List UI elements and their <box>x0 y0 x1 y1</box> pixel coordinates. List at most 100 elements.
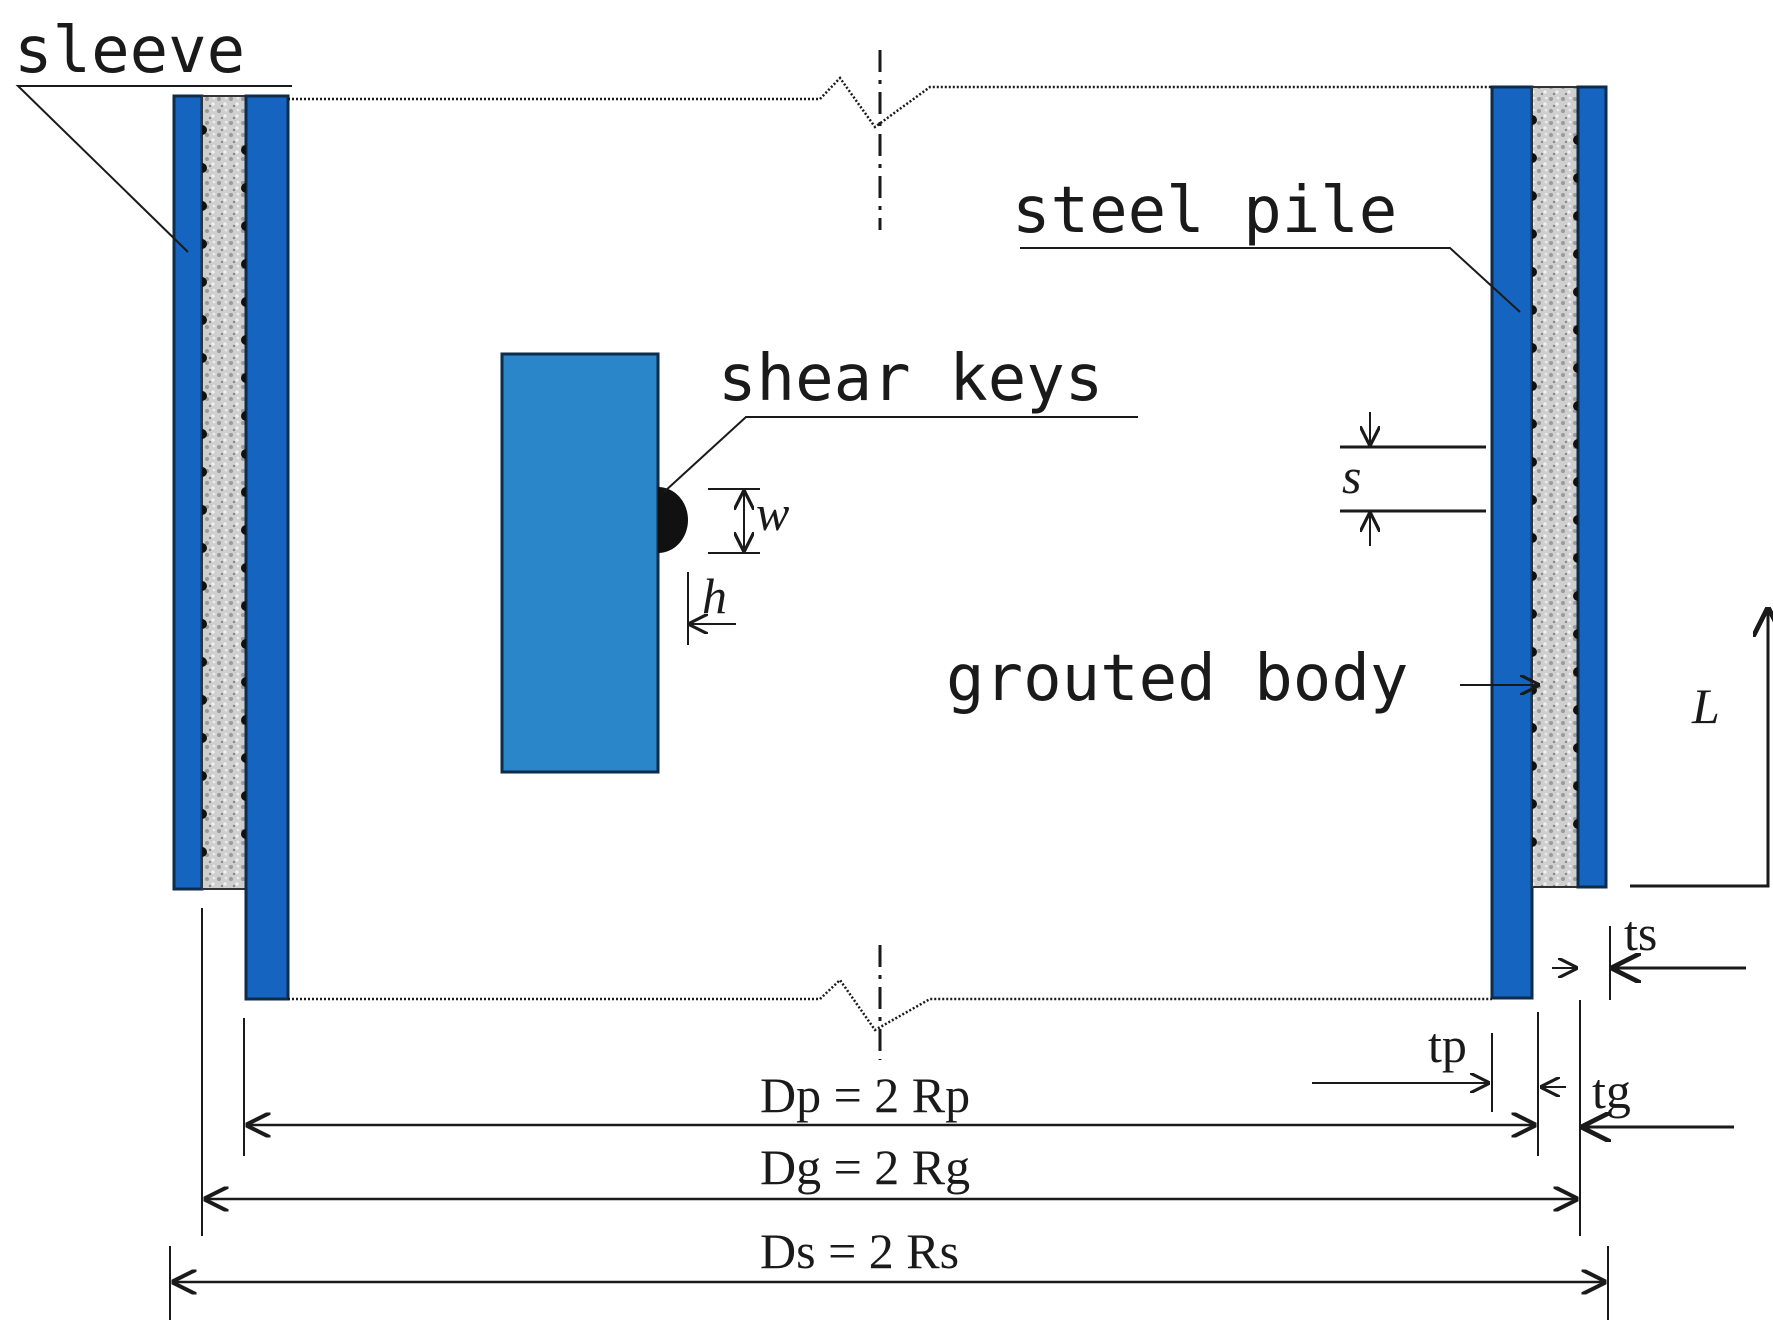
weld-bead <box>241 525 246 535</box>
right-sleeve-wall <box>1576 85 1608 889</box>
weld-bead <box>1532 571 1537 581</box>
s-dimension <box>1340 412 1486 546</box>
weld-bead <box>1573 591 1578 601</box>
weld-bead <box>1532 495 1537 505</box>
weld-bead <box>202 353 207 363</box>
grouted-body-label: grouted body <box>946 642 1408 716</box>
shear-keys-leader <box>663 416 1138 493</box>
weld-bead <box>202 695 207 705</box>
weld-bead <box>202 505 207 515</box>
tg-label: tg <box>1592 1063 1631 1119</box>
weld-bead <box>1532 229 1537 239</box>
right-shear-keys <box>1532 115 1578 847</box>
Ds-label: Ds = 2 Rs <box>760 1223 959 1279</box>
sleeve-leader <box>15 85 292 253</box>
left-grout-layer <box>201 95 247 890</box>
weld-bead <box>1573 287 1578 297</box>
weld-bead <box>241 221 246 231</box>
weld-bead <box>241 145 246 155</box>
weld-bead <box>1573 477 1578 487</box>
weld-bead <box>202 809 207 819</box>
weld-bead <box>241 639 246 649</box>
detail-block <box>500 352 660 774</box>
weld-bead <box>1532 761 1537 771</box>
weld-bead <box>202 847 207 857</box>
h-label: h <box>702 568 727 624</box>
weld-bead <box>1573 553 1578 563</box>
left-sleeve-wall <box>172 94 204 891</box>
weld-bead <box>202 201 207 211</box>
weld-bead <box>1573 363 1578 373</box>
weld-bead <box>1573 249 1578 259</box>
weld-bead <box>241 373 246 383</box>
steel-pile-label: steel pile <box>1012 174 1397 248</box>
weld-bead <box>202 771 207 781</box>
tp-label: tp <box>1428 1017 1467 1073</box>
detail-shear-key <box>658 487 688 553</box>
weld-bead <box>1532 191 1537 201</box>
shear-key-detail <box>500 352 760 774</box>
left-assembly <box>172 94 290 1001</box>
weld-bead <box>241 411 246 421</box>
weld-bead <box>1532 419 1537 429</box>
weld-bead <box>1573 325 1578 335</box>
weld-bead <box>241 829 246 839</box>
weld-bead <box>1532 799 1537 809</box>
weld-bead <box>1532 533 1537 543</box>
weld-bead <box>241 563 246 573</box>
weld-bead <box>1532 153 1537 163</box>
weld-bead <box>1532 305 1537 315</box>
sleeve-label: sleeve <box>14 14 245 88</box>
weld-bead <box>1532 837 1537 847</box>
weld-bead <box>202 429 207 439</box>
weld-bead <box>241 259 246 269</box>
weld-bead <box>1532 343 1537 353</box>
right-assembly <box>1490 85 1608 1000</box>
weld-bead <box>241 297 246 307</box>
weld-bead <box>241 715 246 725</box>
weld-bead <box>1573 211 1578 221</box>
weld-bead <box>202 277 207 287</box>
weld-bead <box>1532 457 1537 467</box>
top-edge-break-line <box>288 76 1492 129</box>
weld-bead <box>241 183 246 193</box>
weld-bead <box>1532 647 1537 657</box>
weld-bead <box>1573 629 1578 639</box>
weld-bead <box>1573 743 1578 753</box>
left-shear-keys <box>202 125 246 857</box>
right-grout-layer <box>1531 86 1579 888</box>
weld-bead <box>1532 381 1537 391</box>
weld-bead <box>202 619 207 629</box>
weld-bead <box>202 315 207 325</box>
steel-pile-leader <box>1020 247 1521 313</box>
weld-bead <box>1573 401 1578 411</box>
ts-label: ts <box>1624 905 1657 961</box>
L-axis-line <box>1630 612 1770 888</box>
weld-bead <box>241 487 246 497</box>
weld-bead <box>1573 515 1578 525</box>
weld-bead <box>202 733 207 743</box>
L-label: L <box>1691 678 1720 734</box>
weld-bead <box>1532 267 1537 277</box>
weld-bead <box>1573 135 1578 145</box>
weld-bead <box>202 239 207 249</box>
weld-bead <box>241 791 246 801</box>
weld-bead <box>202 543 207 553</box>
bottom-edge-break-line <box>288 978 1492 1032</box>
w-label: w <box>756 485 789 541</box>
right-pile-wall <box>1490 85 1534 1000</box>
weld-bead <box>202 391 207 401</box>
weld-bead <box>202 163 207 173</box>
weld-bead <box>1573 439 1578 449</box>
weld-bead <box>202 657 207 667</box>
Dp-label: Dp = 2 Rp <box>760 1067 970 1123</box>
weld-bead <box>241 335 246 345</box>
weld-bead <box>1532 723 1537 733</box>
weld-bead <box>202 581 207 591</box>
weld-bead <box>1532 609 1537 619</box>
weld-bead <box>202 467 207 477</box>
shear-keys-label: shear keys <box>718 342 1103 416</box>
weld-bead <box>241 677 246 687</box>
s-label: s <box>1342 448 1361 504</box>
